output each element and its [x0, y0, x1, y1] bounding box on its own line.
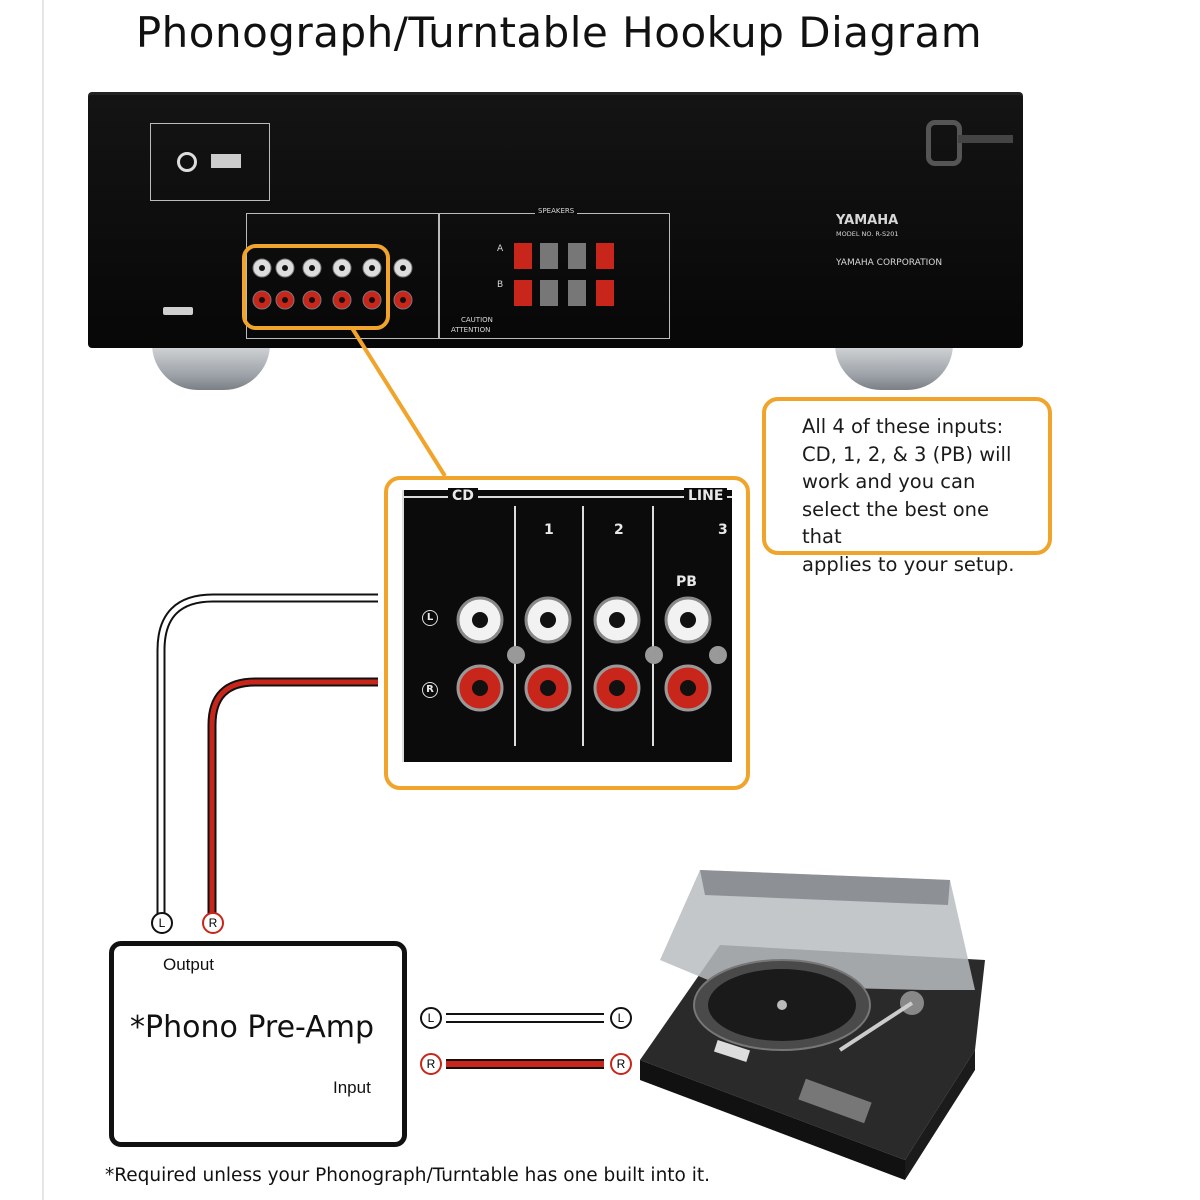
tt-cable-left-plug-b: L	[610, 1007, 632, 1029]
right-cable-outline	[207, 677, 378, 915]
callout-line: CD, 1, 2, & 3 (PB) will	[802, 442, 1012, 466]
footnote: *Required unless your Phonograph/Turntab…	[105, 1165, 711, 1186]
receiver-foot-left	[152, 344, 270, 390]
speaker-terminal-block: SPEAKERS A B CAUTION ATTENTION	[438, 207, 670, 339]
zoom-divider	[582, 506, 584, 746]
tt-cable-left-plug-a: L	[420, 1007, 442, 1029]
receiver-back-panel: SPEAKERS A B CAUTION ATTENTION YAMAHA MO…	[88, 95, 1023, 348]
power-cord-cable	[958, 135, 1013, 143]
zoom-top-rule	[402, 496, 732, 498]
tt-cable-right-plug-b: R	[610, 1053, 632, 1075]
cd-label: CD	[448, 488, 478, 504]
caution-label: CAUTION	[461, 316, 493, 324]
manufacturer-label: YAMAHA CORPORATION	[836, 258, 943, 268]
callout-line: All 4 of these inputs:	[802, 415, 1004, 438]
zoom-leader-line	[350, 326, 447, 478]
callout-line: work and you can	[802, 470, 976, 493]
left-cable	[158, 595, 378, 915]
preamp-left-plug: L	[151, 912, 173, 934]
zoomed-inputs-panel: CD LINE 1 2 3 PB L R	[402, 488, 732, 762]
zoom-left-rule	[402, 490, 404, 762]
brand-logo: YAMAHA	[836, 213, 899, 228]
preamp-input-label: Input	[333, 1078, 371, 1097]
antenna-terminal	[211, 154, 241, 168]
right-cable	[209, 679, 378, 915]
pb-label: PB	[676, 574, 697, 590]
right-channel-label: R	[422, 682, 438, 698]
zoom-divider	[652, 506, 654, 746]
receiver-foot-right	[835, 344, 953, 390]
preamp-title: *Phono Pre-Amp	[130, 1010, 375, 1045]
preamp-output-label: Output	[163, 955, 215, 974]
left-channel-label: L	[422, 610, 438, 626]
input-2-label: 2	[614, 522, 624, 538]
left-cable-outline	[156, 593, 378, 915]
turntable-icon	[640, 870, 985, 1180]
antenna-jack	[177, 152, 197, 172]
service-port	[163, 307, 193, 315]
callout-line: select the best one that	[802, 497, 990, 549]
speaker-a-label: A	[497, 244, 504, 254]
diagram-title: Phonograph/Turntable Hookup Diagram	[135, 8, 983, 57]
zoom-divider	[514, 506, 516, 746]
model-number: MODEL NO. R-S201	[836, 230, 899, 238]
speaker-b-label: B	[497, 280, 504, 290]
preamp-right-plug: R	[202, 912, 224, 934]
power-cord-icon	[926, 120, 962, 166]
antenna-panel	[150, 123, 270, 201]
callout-line: applies to your setup.	[802, 552, 1015, 576]
page-edge-line	[42, 0, 44, 1200]
inputs-callout: All 4 of these inputs: CD, 1, 2, & 3 (PB…	[762, 397, 1052, 576]
input-jack-block	[246, 213, 440, 339]
attention-label: ATTENTION	[451, 326, 491, 334]
input-1-label: 1	[544, 522, 554, 538]
line-label: LINE	[684, 488, 728, 504]
speakers-label: SPEAKERS	[535, 207, 578, 215]
input-3-label: 3	[718, 522, 728, 538]
tt-cable-right-plug-a: R	[420, 1053, 442, 1075]
phono-preamp-box	[109, 941, 407, 1147]
